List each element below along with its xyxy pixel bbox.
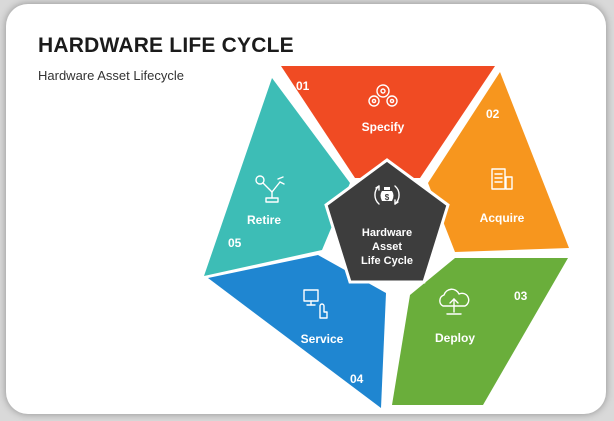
stage-deploy-number: 03 xyxy=(514,289,528,303)
center-line-1: Hardware xyxy=(362,227,412,239)
stage-acquire-number: 02 xyxy=(486,107,500,121)
stage-retire: 05 Retire xyxy=(204,78,350,276)
stage-retire-label: Retire xyxy=(247,213,281,227)
center-hub: $ Hardware Asset Life Cycle xyxy=(324,158,450,284)
stage-deploy-segment xyxy=(392,258,568,405)
stage-deploy-label: Deploy xyxy=(435,331,475,345)
cloud-upload-icon xyxy=(439,288,470,315)
center-line-2: Asset xyxy=(372,241,402,253)
stage-service-segment xyxy=(208,255,386,408)
stage-specify: 01 Specify xyxy=(281,66,495,178)
center-pentagon xyxy=(324,158,450,284)
stage-deploy: 03 Deploy xyxy=(392,258,568,405)
page-subtitle: Hardware Asset Lifecycle xyxy=(38,68,184,83)
stage-specify-number: 01 xyxy=(296,79,310,93)
stage-service: 04 Service xyxy=(208,255,386,408)
gears-icon xyxy=(368,84,398,107)
stage-service-label: Service xyxy=(301,332,344,346)
center-line-3: Life Cycle xyxy=(361,255,413,267)
page-title: HARDWARE LIFE CYCLE xyxy=(38,34,294,57)
monitor-hand-icon xyxy=(303,289,328,319)
stage-specify-label: Specify xyxy=(362,120,405,134)
stage-retire-number: 05 xyxy=(228,236,242,250)
money-bag-gear-icon: $ xyxy=(374,185,400,205)
document-server-icon xyxy=(491,168,513,190)
robot-arm-icon xyxy=(255,175,285,203)
stage-acquire-segment xyxy=(428,72,569,252)
svg-text:$: $ xyxy=(385,193,390,202)
stage-retire-segment xyxy=(204,78,350,276)
stage-acquire: 02 Acquire xyxy=(428,72,569,252)
stage-service-number: 04 xyxy=(350,372,364,386)
stage-acquire-label: Acquire xyxy=(480,211,525,225)
stage-specify-segment xyxy=(281,66,495,178)
